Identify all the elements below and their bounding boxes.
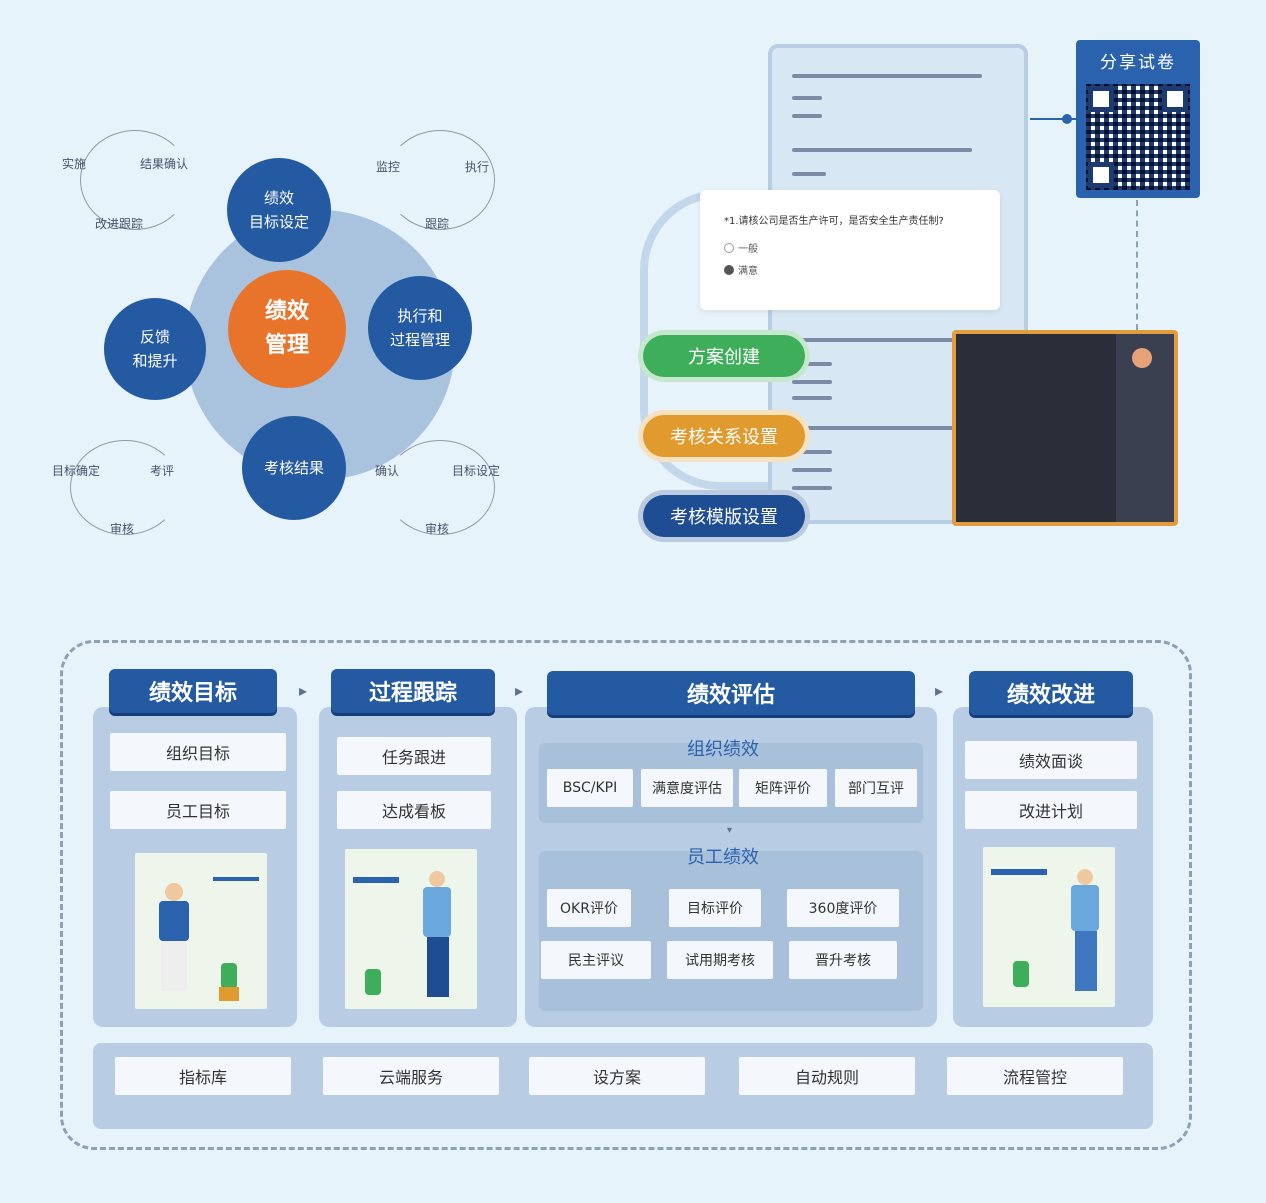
cycle-center-node: 绩效 管理 xyxy=(228,270,346,388)
option-2-label: 满意 xyxy=(738,266,758,277)
box-emp-goal[interactable]: 员工目标 xyxy=(110,791,286,829)
share-title: 分享试卷 xyxy=(1100,53,1176,73)
survey-app-mock: *1.请核公司是否生产许可，是否安全生产责任制? 一般 满意 方案创建 考核关系… xyxy=(600,30,1240,560)
mini-label-br-3: 审核 xyxy=(425,522,450,536)
cycle-node-feedback-line1: 反馈 xyxy=(139,328,170,346)
mini-label-tr-3: 跟踪 xyxy=(425,217,450,231)
box-goal-eval[interactable]: 目标评价 xyxy=(669,889,761,927)
box-okr[interactable]: OKR评价 xyxy=(547,889,631,927)
dark-menu-panel xyxy=(952,330,1178,526)
cycle-node-goal-line2: 目标设定 xyxy=(248,213,309,231)
emp-performance-title: 员工绩效 xyxy=(687,847,759,868)
mini-label-tl-2: 结果确认 xyxy=(140,157,189,171)
cycle-node-goal-line1: 绩效 xyxy=(263,189,294,207)
box-plan[interactable]: 改进计划 xyxy=(965,791,1137,829)
question-card: *1.请核公司是否生产许可，是否安全生产责任制? 一般 满意 xyxy=(700,190,1000,310)
mini-cycle-arc-bl xyxy=(70,440,180,535)
radio-checked-icon xyxy=(724,264,734,275)
pill-relation-setup[interactable]: 考核关系设置 xyxy=(638,410,810,462)
box-org-goal[interactable]: 组织目标 xyxy=(110,733,286,771)
option-2[interactable]: 满意 xyxy=(724,262,758,277)
footer-scheme[interactable]: 设方案 xyxy=(529,1057,705,1095)
option-1-label: 一般 xyxy=(738,244,758,255)
option-1[interactable]: 一般 xyxy=(724,240,758,255)
tab-goal[interactable]: 绩效目标 xyxy=(109,669,277,713)
tab-improve[interactable]: 绩效改进 xyxy=(969,671,1133,715)
illustration-process xyxy=(345,849,477,1009)
qr-connector xyxy=(1030,118,1076,120)
box-task-follow[interactable]: 任务跟进 xyxy=(337,737,491,775)
org-performance-title: 组织绩效 xyxy=(687,739,759,760)
box-matrix[interactable]: 矩阵评价 xyxy=(739,769,827,807)
cycle-center-line1: 绩效 xyxy=(264,299,309,324)
mini-label-bl-3: 审核 xyxy=(110,522,135,536)
box-dept-review[interactable]: 部门互评 xyxy=(835,769,917,807)
qr-dashed-line xyxy=(1136,200,1138,330)
mini-cycle-arc-tl xyxy=(80,130,190,230)
mini-label-br-2: 目标设定 xyxy=(452,464,501,478)
footer-cloud[interactable]: 云端服务 xyxy=(323,1057,499,1095)
footer-auto-rule[interactable]: 自动规则 xyxy=(739,1057,915,1095)
box-satisfaction[interactable]: 满意度评估 xyxy=(641,769,733,807)
qr-code-icon xyxy=(1086,84,1190,190)
cycle-node-feedback-line2: 和提升 xyxy=(132,352,178,370)
qr-connector-dot xyxy=(1062,114,1072,124)
illustration-improve xyxy=(983,847,1115,1007)
box-democratic[interactable]: 民主评议 xyxy=(541,941,651,979)
box-probation[interactable]: 试用期考核 xyxy=(667,941,773,979)
mini-label-bl-2: 考评 xyxy=(150,464,175,478)
box-bsc-kpi[interactable]: BSC/KPI xyxy=(547,769,633,807)
mini-label-tl-1: 实施 xyxy=(62,157,87,171)
mini-label-tl-3: 改进跟踪 xyxy=(95,217,144,231)
radio-icon xyxy=(724,242,734,253)
illustration-goal xyxy=(135,853,267,1009)
footer-indicator-lib[interactable]: 指标库 xyxy=(115,1057,291,1095)
arrow-icon-2: ▸ xyxy=(515,681,524,700)
question-text: *1.请核公司是否生产许可，是否安全生产责任制? xyxy=(724,216,944,227)
cycle-node-execution-line2: 过程管理 xyxy=(389,331,450,349)
mini-cycle-arc-br xyxy=(385,440,495,535)
tab-process[interactable]: 过程跟踪 xyxy=(331,669,495,713)
cycle-node-goal: 绩效 目标设定 xyxy=(227,158,331,262)
emp-performance-panel xyxy=(539,851,923,1011)
mini-label-tr-2: 执行 xyxy=(465,160,490,174)
mini-label-bl-1: 目标确定 xyxy=(52,464,101,478)
avatar xyxy=(1132,348,1152,368)
box-360[interactable]: 360度评价 xyxy=(787,889,899,927)
box-interview[interactable]: 绩效面谈 xyxy=(965,741,1137,779)
mini-label-br-1: 确认 xyxy=(375,464,400,478)
pill-plan-create[interactable]: 方案创建 xyxy=(638,330,810,382)
footer-workflow[interactable]: 流程管控 xyxy=(947,1057,1123,1095)
cycle-node-feedback: 反馈 和提升 xyxy=(104,298,206,400)
cycle-node-execution: 执行和 过程管理 xyxy=(368,276,472,380)
box-promotion[interactable]: 晋升考核 xyxy=(789,941,897,979)
chevron-down-icon: ▾ xyxy=(727,825,733,836)
mini-cycle-arc-tr xyxy=(385,130,495,230)
mini-label-tr-1: 监控 xyxy=(376,160,401,174)
pill-template-setup[interactable]: 考核模版设置 xyxy=(638,490,810,542)
cycle-node-execution-line1: 执行和 xyxy=(397,307,443,325)
share-qr-box[interactable]: 分享试卷 xyxy=(1076,40,1200,198)
tab-evaluation[interactable]: 绩效评估 xyxy=(547,671,915,715)
cycle-node-result: 考核结果 xyxy=(242,416,346,520)
performance-cycle-diagram: 绩效 管理 绩效 目标设定 执行和 过程管理 考核结果 反馈 和提升 实施 结果… xyxy=(40,100,560,560)
arrow-icon-1: ▸ xyxy=(299,681,308,700)
arrow-icon-3: ▸ xyxy=(935,681,944,700)
framework-container: 绩效目标 组织目标 员工目标 ▸ 过程跟踪 任务跟进 达成看板 ▸ 绩效评估 组… xyxy=(60,640,1192,1150)
box-dashboard[interactable]: 达成看板 xyxy=(337,791,491,829)
cycle-center-line2: 管理 xyxy=(264,333,309,358)
cycle-node-result-line1: 考核结果 xyxy=(263,459,324,477)
